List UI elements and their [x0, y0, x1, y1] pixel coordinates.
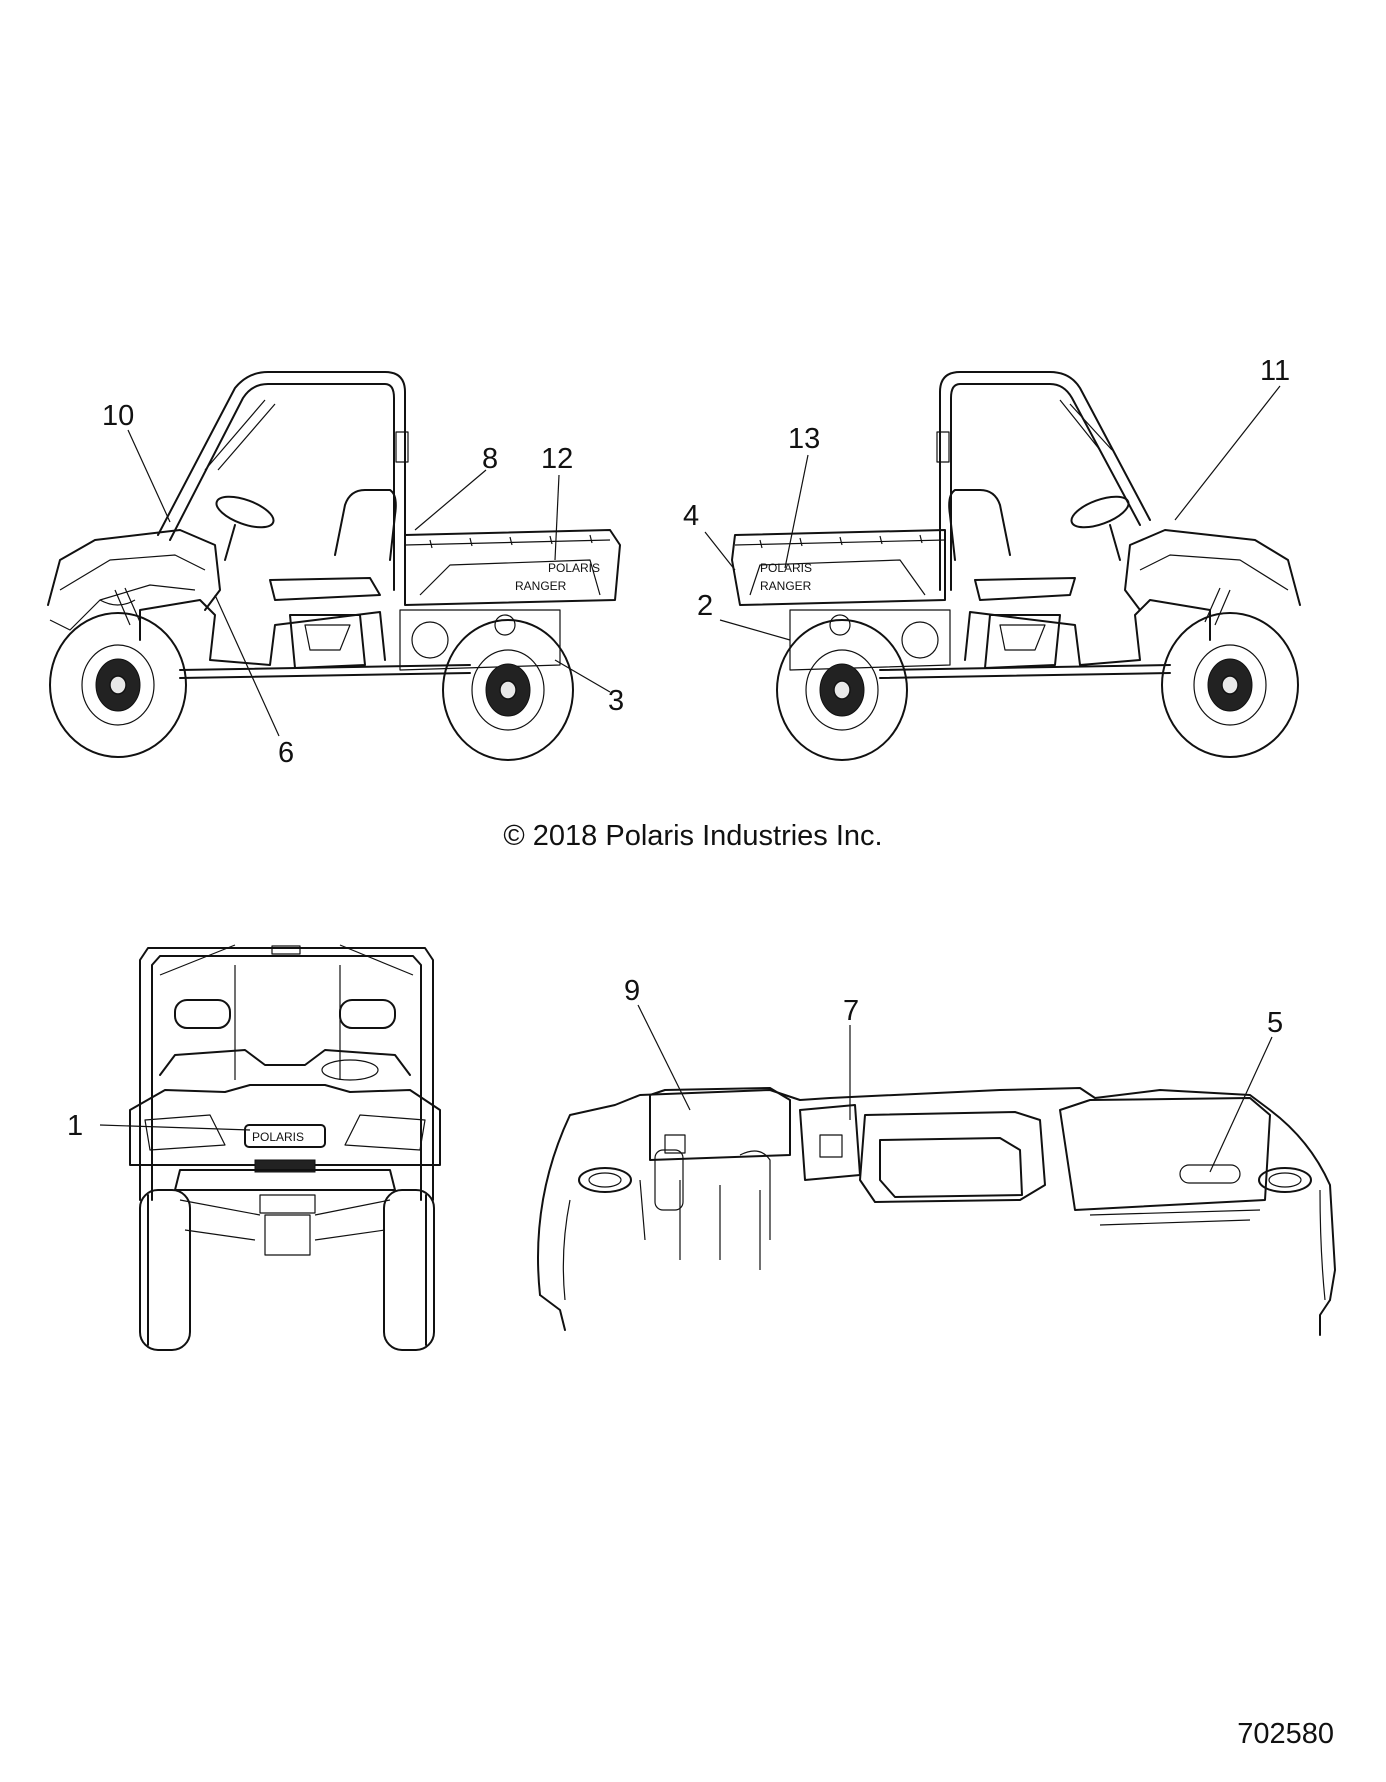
callout-3: 3 [608, 685, 624, 717]
bed-decal-model-left: RANGER [515, 579, 567, 593]
callout-8: 8 [482, 443, 498, 475]
callout-1: 1 [67, 1110, 83, 1142]
leader-lines [99, 385, 1281, 1173]
callout-11: 11 [1260, 355, 1290, 387]
callout-7: 7 [843, 995, 859, 1027]
bed-decal-brand-left: POLARIS [548, 561, 600, 575]
callout-10: 10 [102, 400, 134, 432]
bed-decal-model-right: RANGER [760, 579, 812, 593]
front-badge-brand: POLARIS [252, 1130, 304, 1144]
copyright-text: © 2018 Polaris Industries Inc. [503, 820, 883, 852]
diagram-part-number: 702580 [1237, 1718, 1334, 1750]
bed-decal-brand-right: POLARIS [760, 561, 812, 575]
callout-2: 2 [697, 590, 713, 622]
callout-numbers: 10 8 12 3 6 11 13 4 2 1 9 7 5 [67, 355, 1290, 1142]
callout-13: 13 [788, 423, 820, 455]
callout-5: 5 [1267, 1007, 1283, 1039]
dash-panel-view [537, 1087, 1336, 1336]
callout-4: 4 [683, 500, 699, 532]
vehicle-front-view: POLARIS [129, 944, 441, 1351]
callout-9: 9 [624, 975, 640, 1007]
vehicle-left-side-view: POLARIS RANGER [47, 371, 621, 761]
callout-12: 12 [541, 443, 573, 475]
callout-6: 6 [278, 737, 294, 769]
vehicle-right-side-view: POLARIS RANGER [731, 371, 1301, 761]
